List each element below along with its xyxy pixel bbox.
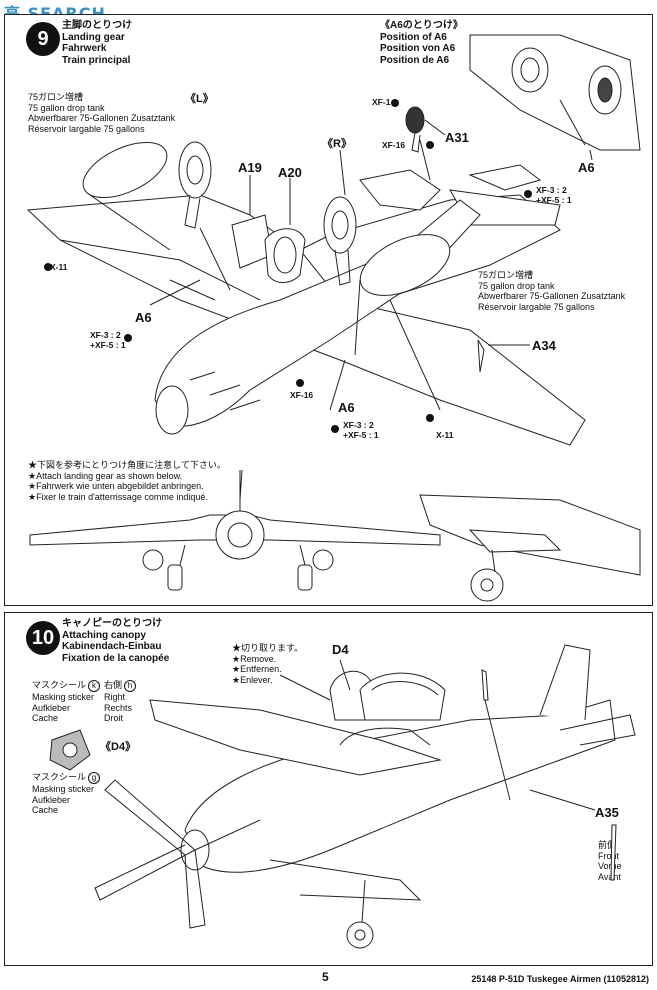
front-fr: Avant — [598, 871, 621, 882]
paint-xf16-top: XF-16 — [382, 140, 406, 150]
mask-g-letter: g — [88, 772, 101, 784]
tank-left-de: Abwerfbarer 75-Gallonen Zusatztank — [28, 113, 176, 123]
paint-bottom-2: +XF-5 : 1 — [343, 430, 379, 440]
step-9-badge: 9 — [26, 22, 60, 56]
mask-k-fr: Cache — [32, 713, 59, 723]
paint-left-2: +XF-5 : 1 — [90, 340, 126, 350]
tank-right-en: 75 gallon drop tank — [478, 280, 555, 291]
note-jp: ★下図を参考にとりつけ角度に注意して下さい。 — [28, 460, 226, 470]
mask-g-en: Masking sticker — [32, 784, 95, 794]
label-A35: A35 — [595, 805, 619, 820]
label-R: 《R》 — [322, 138, 352, 150]
remove-note: ★切り取ります。 ★Remove. ★Entfernen. ★Enlever. — [232, 643, 303, 685]
right-de: Rechts — [104, 702, 133, 713]
inset-title-fr: Position de A6 — [380, 54, 450, 66]
step-10-title-jp: キャノピーのとりつけ — [62, 618, 163, 629]
label-A19: A19 — [238, 160, 262, 175]
paint-right-2: +XF-5 : 1 — [536, 195, 572, 205]
paint-xf16-bottom: XF-16 — [290, 390, 314, 400]
note-fr: ★Fixer le train d'atterrissage comme ind… — [28, 491, 208, 502]
front-jp: 前側 — [598, 840, 617, 850]
paint-bottom-1: XF-3 : 2 — [343, 420, 374, 430]
label-L: 《L》 — [185, 93, 214, 105]
mask-k-letter: k — [88, 680, 101, 692]
label-A20: A20 — [278, 165, 302, 180]
paint-xf1: XF-1 — [372, 97, 391, 107]
step-9-title-de: Fahrwerk — [62, 43, 107, 54]
front-en: Front — [598, 850, 620, 861]
note-de: ★Fahrwerk wie unten abgebildet anbringen… — [28, 481, 204, 491]
paint-bottom-group: XF-3 : 2 +XF-5 : 1 — [343, 420, 379, 440]
mask-k-de: Aufkleber — [32, 702, 71, 713]
inset-caption: 《A6のとりつけ》 Position of A6 Position von A6… — [380, 20, 463, 66]
tank-right-de: Abwerfbarer 75-Gallonen Zusatztank — [478, 291, 626, 301]
label-A6-bottom: A6 — [338, 400, 355, 415]
tank-right-fr: Réservoir largable 75 gallons — [478, 301, 595, 312]
tank-left-jp: 75ガロン増槽 — [28, 92, 84, 102]
drop-tank-right-caption: 75ガロン増槽 75 gallon drop tank Abwerfbarer … — [478, 270, 625, 312]
label-D4: D4 — [332, 642, 349, 657]
remove-jp: ★切り取ります。 — [232, 643, 304, 653]
paint-left-1: XF-3 : 2 — [90, 330, 121, 340]
step-10-title-en: Attaching canopy — [62, 629, 146, 641]
step-9-title-en: Landing gear — [62, 31, 125, 43]
label-A34: A34 — [532, 338, 556, 353]
inset-title-jp: 《A6のとりつけ》 — [380, 20, 463, 31]
tank-left-fr: Réservoir largable 75 gallons — [28, 123, 145, 134]
drop-tank-left-caption: 75ガロン増槽 75 gallon drop tank Abwerfbarer … — [28, 92, 175, 134]
paint-dot-xf1 — [391, 99, 399, 107]
step-9-note: ★下図を参考にとりつけ角度に注意して下さい。 ★Attach landing g… — [28, 460, 226, 502]
step-10-title-fr: Fixation de la canopée — [62, 652, 170, 664]
note-en: ★Attach landing gear as shown below. — [28, 470, 183, 481]
front-caption: 前側 Front Vorne Avant — [598, 840, 622, 882]
page-number: 5 — [322, 970, 329, 984]
tank-left-en: 75 gallon drop tank — [28, 102, 105, 113]
paint-right-1: XF-3 : 2 — [536, 185, 567, 195]
mask-k-en: Masking sticker — [32, 692, 95, 702]
step-9-title-jp: 主脚のとりつけ — [62, 20, 133, 31]
right-en: Right — [104, 692, 126, 702]
paint-x11-right: X-11 — [436, 430, 454, 440]
label-A6-inset: A6 — [578, 160, 595, 175]
step-10-title-de: Kabinendach-Einbau — [62, 641, 162, 652]
step-9-title-fr: Train principal — [62, 54, 131, 66]
inset-title-en: Position of A6 — [380, 31, 447, 43]
step-10-title: キャノピーのとりつけ Attaching canopy Kabinendach-… — [62, 618, 169, 664]
product-code: 25148 P-51D Tuskegee Airmen (11052812) — [471, 974, 649, 984]
remove-de: ★Entfernen. — [232, 664, 282, 674]
inset-title-de: Position von A6 — [380, 43, 456, 54]
label-A31: A31 — [445, 130, 469, 145]
paint-x11-left: X-11 — [50, 262, 68, 272]
paint-left-group: XF-3 : 2 +XF-5 : 1 — [90, 330, 126, 350]
step-10-badge: 10 — [26, 621, 60, 655]
tank-right-jp: 75ガロン増槽 — [478, 270, 534, 280]
front-de: Vorne — [598, 861, 622, 871]
label-D4-view: 《D4》 — [100, 741, 137, 753]
remove-en: ★Remove. — [232, 653, 277, 664]
paint-right-group: XF-3 : 2 +XF-5 : 1 — [536, 185, 572, 205]
right-letter: h — [124, 680, 137, 692]
step-9-title: 主脚のとりつけ Landing gear Fahrwerk Train prin… — [62, 20, 132, 66]
mask-g-fr: Cache — [32, 805, 59, 815]
label-A6-left: A6 — [135, 310, 152, 325]
right-fr: Droit — [104, 713, 124, 723]
mask-g-de: Aufkleber — [32, 794, 71, 805]
remove-fr: ★Enlever. — [232, 674, 273, 685]
